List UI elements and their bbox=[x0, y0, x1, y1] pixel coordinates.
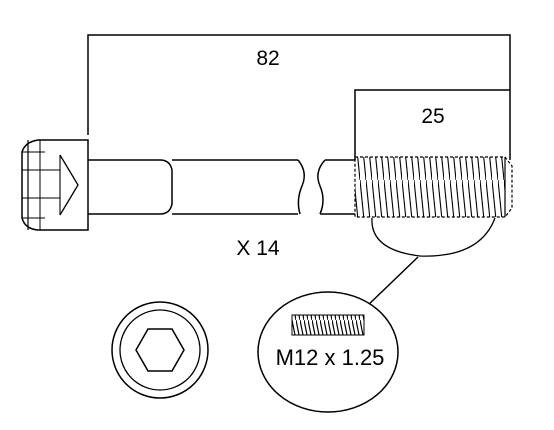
thread-detail-callout: M12 x 1.25 bbox=[257, 217, 496, 413]
thread-length-label: 25 bbox=[421, 105, 444, 128]
bolt-thread bbox=[354, 156, 513, 218]
bolt-head bbox=[21, 139, 89, 231]
hex-socket-icon bbox=[111, 301, 209, 399]
total-length-dimension: 82 bbox=[87, 34, 511, 160]
quantity-label: X 14 bbox=[236, 237, 280, 260]
bolt-side-view bbox=[21, 139, 513, 231]
thread-pattern-icon bbox=[291, 314, 365, 336]
thread-length-dimension: 25 bbox=[354, 89, 510, 160]
total-length-label: 82 bbox=[256, 47, 279, 70]
bolt-shank-left bbox=[88, 159, 305, 215]
thread-spec-label: M12 x 1.25 bbox=[276, 345, 385, 370]
bolt-shank-right bbox=[317, 159, 355, 215]
